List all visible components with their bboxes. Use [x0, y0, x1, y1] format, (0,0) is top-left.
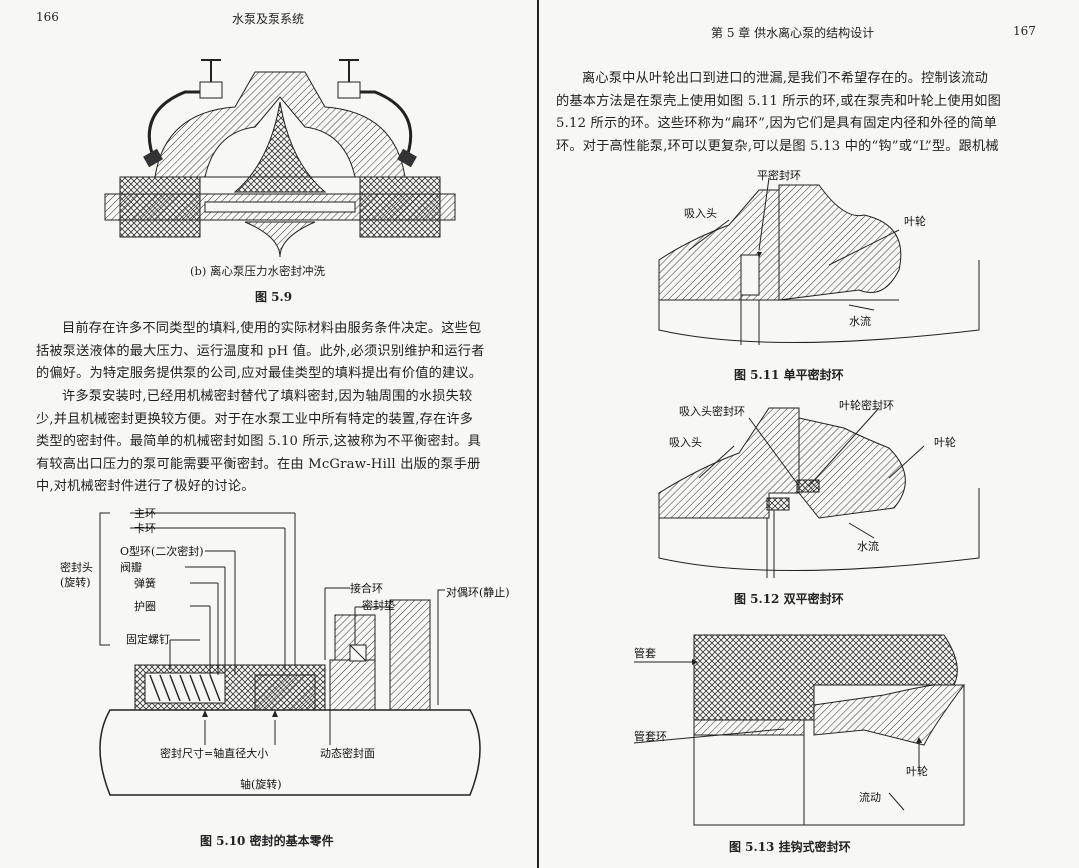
figure-5-9-caption: 图 5.9 [255, 290, 293, 304]
text-line: 的基本方法是在泵壳上使用如图 5.11 所示的环,或在泵壳和叶轮上使用如图 [556, 93, 1001, 109]
text-line: 括被泵送液体的最大压力、运行温度和 pH 值。此外,必须识别维护和运行者 [36, 343, 485, 359]
text-line: 目前存在许多不同类型的填料,使用的实际材料由服务条件决定。这些包 [62, 321, 482, 336]
label-impeller: 叶轮 [904, 214, 926, 228]
figure-5-12-caption: 图 5.12 双平密封环 [734, 592, 844, 606]
label-water-flow: 水流 [857, 539, 879, 553]
label-mating-ring: 接合环 [350, 581, 383, 595]
page-gutter [537, 0, 539, 868]
right-page: 第 5 章 供水离心泵的结构设计 167 离心泵中从叶轮出口到进口的泄漏,是我们… [539, 0, 1079, 868]
label-snap-ring: 卡环 [134, 522, 156, 535]
text-line: 中,对机械密封件进行了极好的讨论。 [36, 479, 255, 495]
label-suction-head: 吸入头 [669, 436, 702, 449]
label-gasket: 密封垫 [362, 598, 395, 612]
figure-5-11-caption: 图 5.11 单平密封环 [734, 368, 844, 382]
figure-5-10-drawing: 主环 卡环 O型环(二次密封) 密封头 (旋转) 阀瓣 弹簧 护圈 固定螺钉 接… [60, 507, 510, 796]
label-impeller-ring: 叶轮密封环 [839, 398, 894, 412]
figure-5-12-drawing: 吸入头密封环 叶轮密封环 吸入头 叶轮 水流 [658, 398, 980, 578]
text-line: 的偏好。为特定服务提供泵的公司,应对最佳类型的填料提出有价值的建议。 [36, 366, 483, 382]
figure-5-11-drawing: 平密封环 吸入头 叶轮 水流 [658, 170, 980, 345]
figure-5-13-drawing: 管套 管套环 叶轮 流动 [634, 634, 965, 826]
left-page: 166 水泵及泵系统 [0, 0, 537, 868]
label-suction-head: 吸入头 [684, 207, 717, 220]
label-impeller: 叶轮 [906, 764, 928, 778]
label-main-ring: 主环 [134, 507, 156, 520]
paragraph-packing: 目前存在许多不同类型的填料,使用的实际材料由服务条件决定。这些包 括被泵送液体的… [36, 318, 516, 386]
paragraph-mechanical-seal: 许多泵安装时,已经用机械密封替代了填料密封,因为轴周围的水损失较 少,并且机械密… [36, 386, 516, 499]
running-header-right: 第 5 章 供水离心泵的结构设计 [711, 26, 875, 40]
page-number-left: 166 [36, 10, 59, 24]
label-spring: 弹簧 [134, 576, 156, 590]
running-header-left: 水泵及泵系统 [232, 12, 305, 26]
text-line: 5.12 所示的环。这些环称为“扁环”,因为它们是具有固定内径和外径的简单 [556, 116, 998, 132]
text-line: 许多泵安装时,已经用机械密封替代了填料密封,因为轴周围的水损失较 [62, 389, 473, 404]
label-suction-head-ring: 吸入头密封环 [679, 404, 745, 418]
figure-5-9-subcaption: (b) 离心泵压力水密封冲洗 [190, 264, 325, 278]
text-line: 类型的密封件。最简单的机械密封如图 5.10 所示,这被称为不平衡密封。具 [36, 434, 481, 450]
text-line: 有较高出口压力的泵可能需要平衡密封。在由 McGraw-Hill 出版的泵手册 [36, 456, 481, 472]
text-line: 少,并且机械密封更换较方便。对于在水泵工业中所有特定的装置,存在许多 [36, 411, 474, 427]
text-line: 离心泵中从叶轮出口到进口的泄漏,是我们不希望存在的。控制该流动 [582, 71, 989, 86]
label-flow: 流动 [859, 790, 881, 804]
label-shaft: 轴(旋转) [240, 777, 282, 791]
text-line: 环。对于高性能泵,环可以更复杂,可以是图 5.13 中的“钩”或“L”型。跟机械 [556, 138, 999, 154]
page-number-right: 167 [1013, 24, 1036, 38]
label-water-flow: 水流 [849, 314, 871, 328]
label-o-ring: O型环(二次密封) [120, 544, 204, 558]
label-dynamic-face: 动态密封面 [320, 746, 375, 760]
label-seal-head: 密封头 [60, 560, 93, 574]
label-seal-size: 密封尺寸=轴直径大小 [160, 746, 268, 760]
label-set-screw: 固定螺钉 [126, 632, 170, 646]
label-sleeve: 管套 [634, 646, 656, 660]
label-seal-head-rotating: (旋转) [60, 575, 91, 589]
label-retainer: 护圈 [134, 599, 156, 613]
label-impeller: 叶轮 [934, 435, 956, 449]
paragraph-wear-rings: 离心泵中从叶轮出口到进口的泄漏,是我们不希望存在的。控制该流动 的基本方法是在泵… [556, 68, 1051, 158]
label-valve: 阀瓣 [120, 560, 142, 574]
label-mating-side: 对偶环(静止) [446, 585, 510, 599]
figure-5-10-caption: 图 5.10 密封的基本零件 [200, 834, 334, 848]
label-sleeve-ring: 管套环 [634, 729, 667, 743]
figure-5-13-caption: 图 5.13 挂钩式密封环 [729, 840, 851, 854]
figure-5-9-drawing [104, 59, 456, 258]
label-flat-ring: 平密封环 [757, 170, 801, 182]
